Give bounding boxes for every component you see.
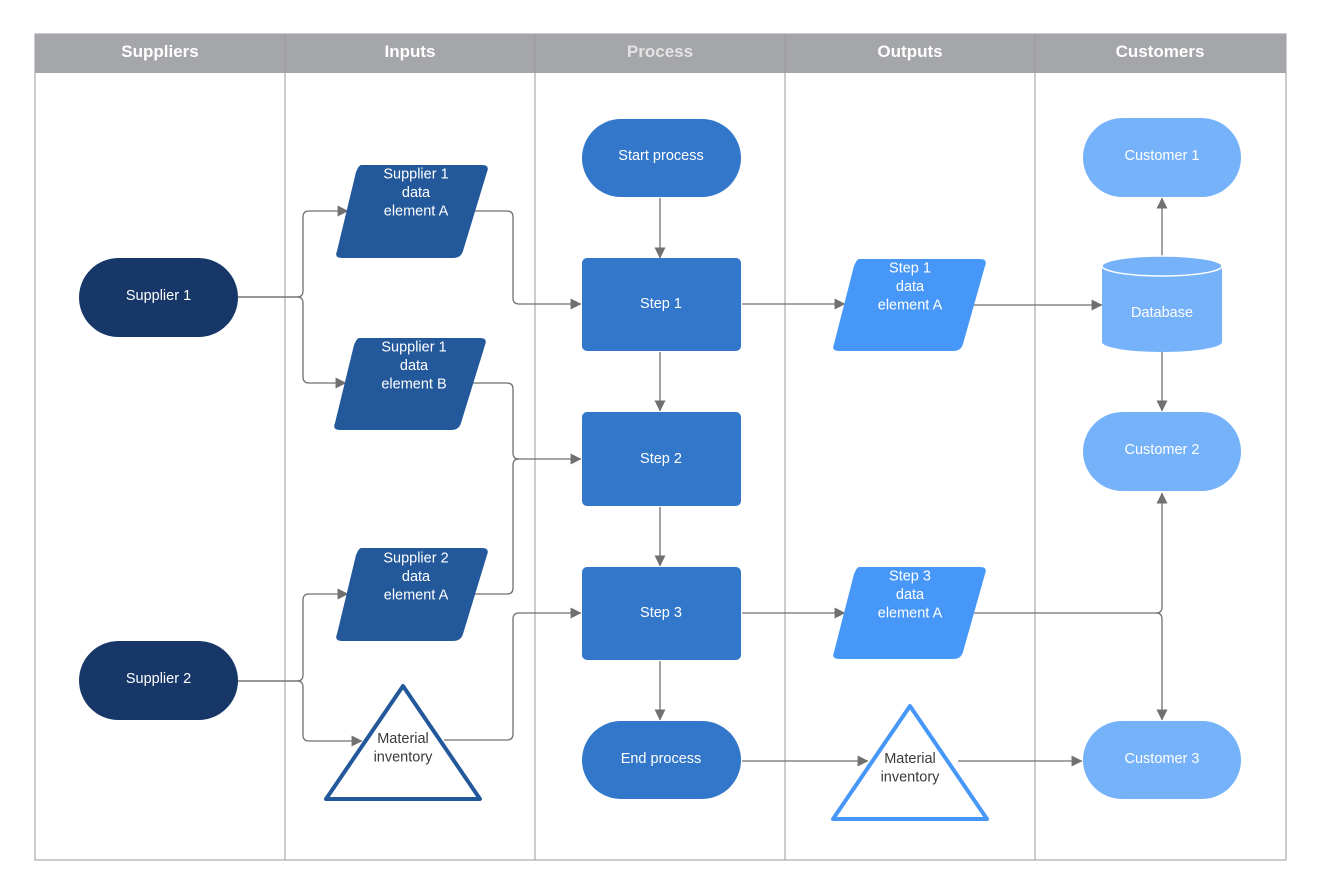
- node-label-line: element A: [878, 606, 943, 622]
- connectors: [238, 197, 1168, 767]
- supplier1-label: Supplier 1: [126, 288, 191, 304]
- node-label-line: Step 3: [640, 605, 682, 621]
- node-label-line: Step 1: [889, 261, 931, 277]
- node-label-line: data: [400, 358, 429, 374]
- output-node-material-inventory: Material inventory: [831, 704, 989, 821]
- node-label-line: Step 1: [640, 296, 682, 312]
- out-step1-label: Step 1 data element A: [878, 261, 943, 314]
- process-node-start: Start process: [582, 119, 741, 197]
- lane-header-suppliers: Suppliers: [121, 42, 198, 61]
- node-label-line: Supplier 1: [126, 288, 191, 304]
- node-label-line: inventory: [374, 749, 434, 765]
- node-label-line: Database: [1131, 305, 1193, 321]
- material-out-label: Material inventory: [881, 751, 941, 786]
- node-label-line: Customer 2: [1125, 442, 1200, 458]
- input-node-s1-data-b: Supplier 1 data element B: [334, 338, 486, 430]
- node-label-line: data: [896, 279, 925, 295]
- connector-output3-to-customer3: [1155, 612, 1168, 721]
- node-label-line: Customer 1: [1125, 148, 1200, 164]
- s1-data-a-label: Supplier 1 data element A: [383, 167, 448, 220]
- connector-s2a-to-step2: [475, 458, 520, 595]
- node-label-line: Supplier 1: [383, 167, 448, 183]
- node-label-line: Material: [884, 751, 936, 767]
- connector-supplier1-to-s1b: [238, 296, 347, 389]
- node-label-line: element A: [878, 298, 943, 314]
- customer-node-1: Customer 1: [1083, 118, 1241, 197]
- step3-label: Step 3: [640, 605, 682, 621]
- process-node-step2: Step 2: [582, 412, 741, 506]
- input-node-material-inventory: Material inventory: [324, 684, 482, 801]
- node-label-line: Step 2: [640, 451, 682, 467]
- process-node-step1: Step 1: [582, 258, 741, 351]
- customer-node-3: Customer 3: [1083, 721, 1241, 799]
- lane-header-outputs: Outputs: [877, 42, 942, 61]
- header-bar: [35, 34, 1286, 73]
- customer3-label: Customer 3: [1125, 751, 1200, 767]
- node-label-line: data: [402, 569, 431, 585]
- database-node: Database: [1101, 255, 1223, 352]
- node-label-line: element B: [381, 377, 446, 393]
- node-label-line: element A: [384, 588, 449, 604]
- supplier-node-1: Supplier 1: [79, 258, 238, 337]
- node-label-line: End process: [621, 751, 702, 767]
- customer1-label: Customer 1: [1125, 148, 1200, 164]
- node-label-line: Supplier 2: [126, 671, 191, 687]
- lane-header-process: Process: [627, 42, 693, 61]
- input-node-s2-data-a: Supplier 2 data element A: [336, 548, 488, 641]
- node-label-line: Supplier 2: [383, 551, 448, 567]
- node-label-line: Material: [377, 731, 429, 747]
- node-label-line: data: [402, 185, 431, 201]
- process-node-end: End process: [582, 721, 741, 799]
- customer-node-2: Customer 2: [1083, 412, 1241, 491]
- out-step3-label: Step 3 data element A: [878, 569, 943, 622]
- s2-data-a-label: Supplier 2 data element A: [383, 551, 448, 604]
- node-label-line: Customer 3: [1125, 751, 1200, 767]
- node-label-line: element A: [384, 204, 449, 220]
- database-label: Database: [1131, 305, 1193, 321]
- step1-label: Step 1: [640, 296, 682, 312]
- supplier-node-2: Supplier 2: [79, 641, 238, 720]
- connector-supplier2-to-material: [238, 680, 363, 747]
- lane-header-customers: Customers: [1116, 42, 1205, 61]
- lane-header-inputs: Inputs: [385, 42, 436, 61]
- node-label-line: inventory: [881, 769, 941, 785]
- node-label-line: data: [896, 587, 925, 603]
- connector-s1a-to-step1: [475, 210, 582, 310]
- material-in-label: Material inventory: [374, 731, 434, 766]
- node-label-line: Step 3: [889, 569, 931, 585]
- input-node-s1-data-a: Supplier 1 data element A: [336, 165, 488, 258]
- start-label: Start process: [618, 148, 703, 164]
- supplier2-label: Supplier 2: [126, 671, 191, 687]
- process-node-step3: Step 3: [582, 567, 741, 660]
- node-label-line: Start process: [618, 148, 703, 164]
- s1-data-b-label: Supplier 1 data element B: [381, 340, 446, 393]
- node-label-line: Supplier 1: [381, 340, 446, 356]
- connector-material-to-step3: [444, 607, 582, 741]
- customer2-label: Customer 2: [1125, 442, 1200, 458]
- output-node-step1-data-a: Step 1 data element A: [833, 259, 986, 351]
- end-label: End process: [621, 751, 702, 767]
- output-node-step3-data-a: Step 3 data element A: [833, 567, 986, 659]
- step2-label: Step 2: [640, 451, 682, 467]
